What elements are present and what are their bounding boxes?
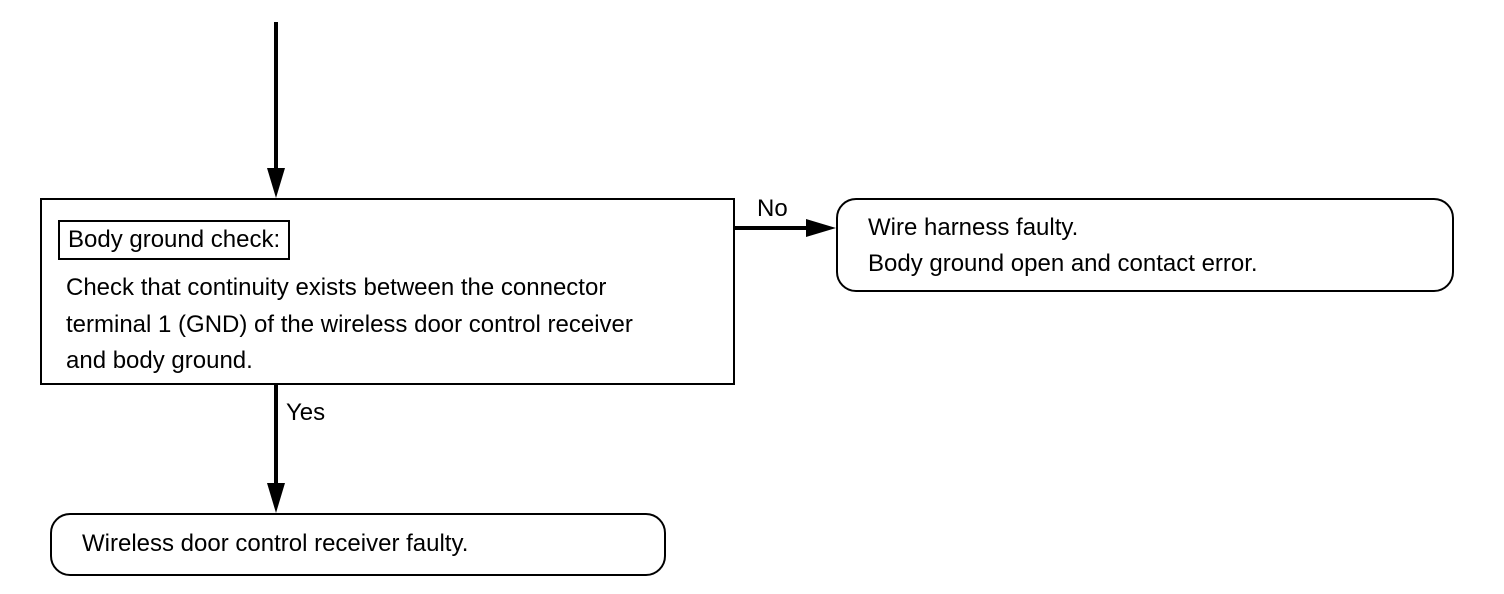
yes-arrowhead [267,483,285,513]
result-no-line: Wire harness faulty. [868,214,1079,241]
yes-branch-label: Yes [286,399,326,426]
check-instruction-line: and body ground. [66,347,253,374]
check-instruction-line: terminal 1 (GND) of the wireless door co… [66,310,633,338]
wire-harness-faulty-result: Wire harness faulty. Body ground open an… [836,198,1454,292]
check-instruction-line: Check that continuity exists between the… [66,274,607,301]
no-branch-label: No [757,195,788,222]
incoming-arrowhead [267,168,285,198]
result-yes-line: Wireless door control receiver faulty. [82,530,469,557]
result-no-line: Body ground open and contact error. [868,250,1258,277]
check-instructions: Check that continuity exists between the… [66,270,726,380]
receiver-faulty-result: Wireless door control receiver faulty. [50,513,666,576]
check-heading: Body ground check: [58,220,291,260]
body-ground-check-box: Body ground check: Check that continuity… [40,198,735,385]
no-arrowhead [806,219,836,237]
